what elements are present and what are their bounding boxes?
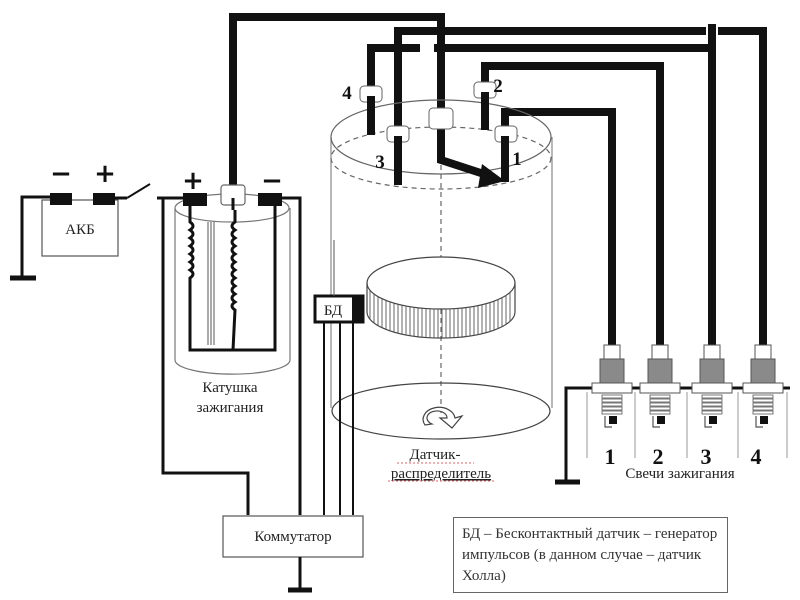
plug-number-2: 2 bbox=[653, 444, 664, 469]
distributor-terminal-1 bbox=[494, 125, 518, 182]
battery-minus-sign: − bbox=[50, 159, 72, 189]
legend-text: БД – Бесконтактный датчик – генератор им… bbox=[462, 526, 718, 584]
distributor-label-line2: распределитель bbox=[391, 466, 491, 482]
battery-plus-sign: + bbox=[94, 159, 116, 189]
battery: АКБ − + bbox=[10, 159, 151, 281]
commutator: Коммутатор bbox=[222, 515, 364, 593]
coil-to-commutator-wire bbox=[161, 198, 250, 515]
terminal-number-4: 4 bbox=[342, 83, 352, 104]
coil-terminal-minus bbox=[258, 193, 282, 206]
rotor-arm-arrow-icon bbox=[478, 164, 505, 188]
distributor-terminal-3 bbox=[386, 125, 410, 183]
spark-plug-1 bbox=[586, 344, 633, 458]
legend-box: БД – Бесконтактный датчик – генератор им… bbox=[453, 517, 728, 593]
terminal-number-1: 1 bbox=[512, 149, 522, 170]
ignition-switch[interactable] bbox=[126, 183, 151, 199]
coil-plus-sign: + bbox=[182, 166, 204, 196]
primary-winding-icon bbox=[187, 205, 277, 352]
distributor-label-line1: Датчик- bbox=[410, 447, 461, 463]
plug-number-3: 3 bbox=[701, 444, 712, 469]
spark-plug-4 bbox=[737, 344, 784, 458]
distributor-sensor: Датчик- распределитель 4 2 3 1 bbox=[330, 76, 553, 482]
commutator-label: Коммутатор bbox=[254, 529, 331, 545]
hall-shutter-rotor bbox=[366, 256, 516, 339]
battery-label: АКБ bbox=[65, 222, 94, 238]
spark-plug-3 bbox=[686, 344, 733, 458]
distributor-terminal-4 bbox=[359, 85, 383, 135]
distributor-center-terminal bbox=[428, 107, 454, 130]
distributor-terminal-2 bbox=[473, 81, 497, 130]
secondary-winding-icon bbox=[230, 210, 238, 351]
sensor-label: БД bbox=[324, 303, 342, 319]
spark-plugs bbox=[555, 344, 790, 485]
coil-minus-sign: − bbox=[261, 166, 283, 196]
spark-plugs-label: Свечи зажигания bbox=[625, 466, 734, 482]
terminal-number-3: 3 bbox=[375, 152, 385, 173]
contactless-sensor: БД bbox=[313, 240, 365, 515]
spark-plug-2 bbox=[634, 344, 681, 458]
wire-terminal-2-plug-2 bbox=[481, 62, 664, 345]
plug-number-1: 1 bbox=[605, 444, 616, 469]
plug-number-4: 4 bbox=[751, 444, 762, 469]
coil-label-line2: зажигания bbox=[197, 400, 264, 416]
rotation-arrow-icon bbox=[422, 406, 464, 429]
coil-to-distributor-wire bbox=[229, 13, 445, 190]
coil-terminal-plus bbox=[183, 193, 207, 206]
ignition-coil: + − Катушка зажигания bbox=[157, 166, 302, 515]
battery-terminal-minus bbox=[50, 193, 72, 205]
battery-terminal-plus bbox=[93, 193, 115, 205]
coil-label-line1: Катушка bbox=[202, 380, 258, 396]
wire-terminal-1-plug-1 bbox=[501, 108, 616, 345]
terminal-number-2: 2 bbox=[493, 76, 503, 97]
wire-terminal-4-plug-3 bbox=[367, 44, 716, 345]
